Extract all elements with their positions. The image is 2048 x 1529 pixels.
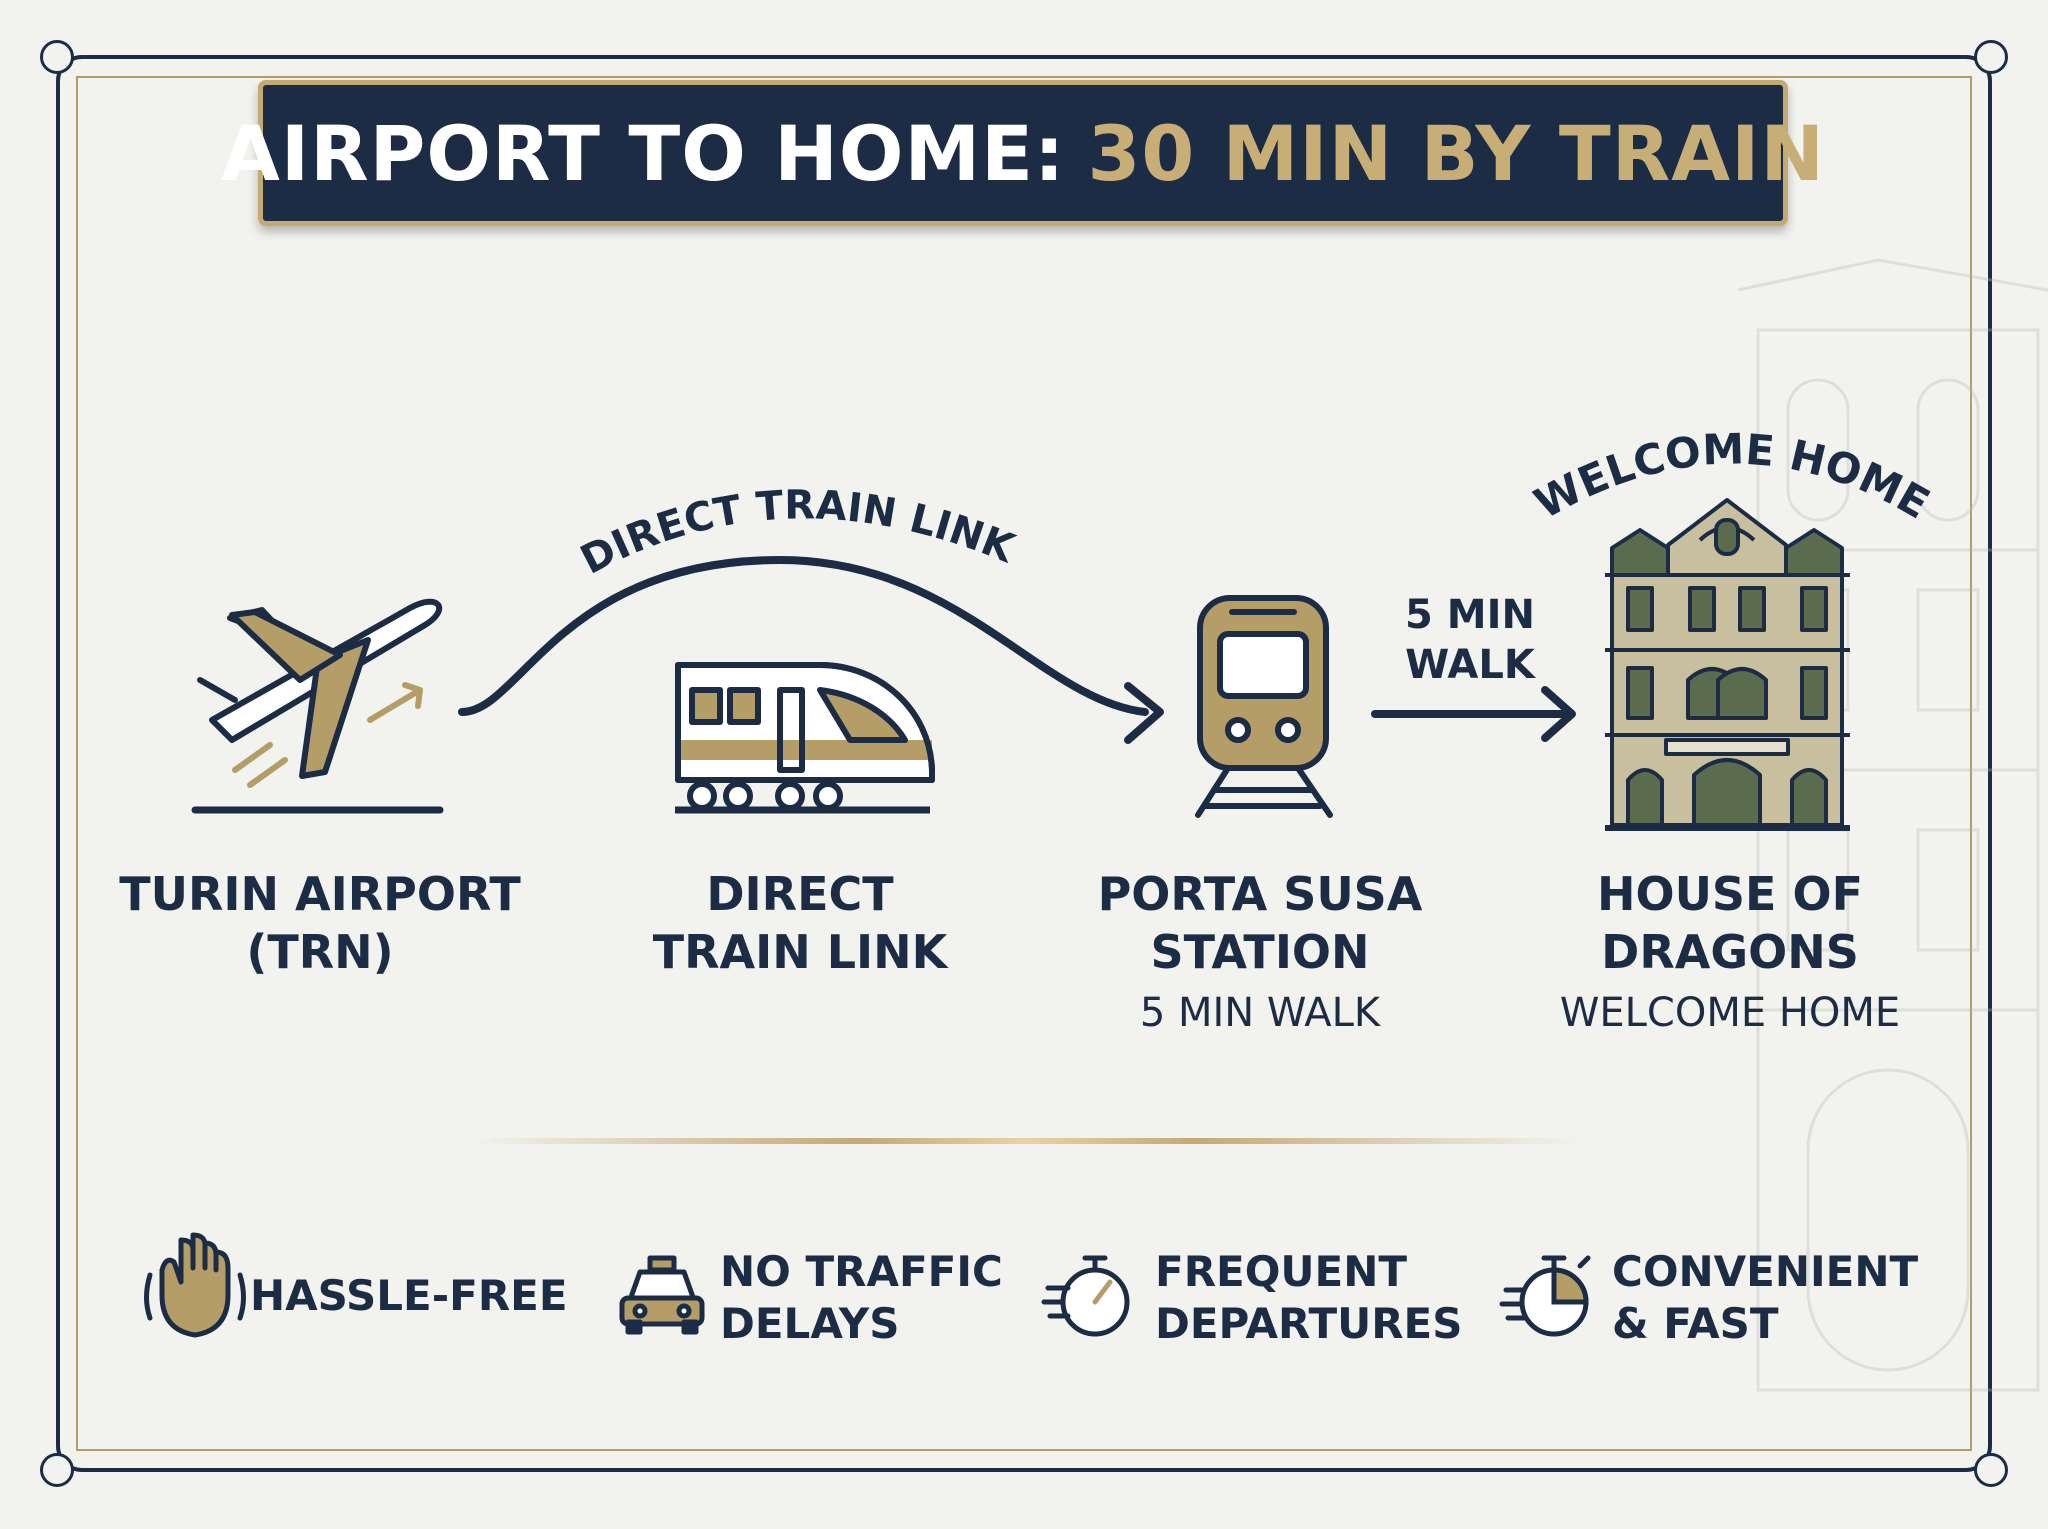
corner-ornament	[1974, 40, 2008, 74]
station-sublabel: 5 MIN WALK	[1139, 990, 1381, 1036]
corner-ornament	[40, 40, 74, 74]
feature-label: NO TRAFFIC DELAYS	[720, 1247, 1003, 1348]
house-sublabel: WELCOME HOME	[1559, 990, 1901, 1036]
feature-label: HASSLE-FREE	[250, 1271, 568, 1320]
arc-label: DIRECT TRAIN LINK	[574, 482, 1023, 583]
feature-convenient-fast: CONVENIENT & FAST	[1612, 1246, 1918, 1350]
feature-frequent-departures: FREQUENT DEPARTURES	[1155, 1246, 1462, 1350]
walk-arrowhead	[1541, 686, 1576, 742]
station-train-icon	[1195, 595, 1333, 818]
feature-hassle-free: HASSLE-FREE	[250, 1270, 568, 1322]
taxi-icon	[619, 1255, 705, 1335]
title-primary: AIRPORT TO HOME:	[221, 108, 1066, 198]
outer-frame	[56, 55, 1992, 1472]
stop-label-house: HOUSE OF DRAGONS	[1596, 867, 1864, 979]
stop-label-train-link: DIRECT TRAIN LINK	[652, 867, 948, 979]
timer-icon	[1499, 1255, 1591, 1337]
feature-label: CONVENIENT & FAST	[1612, 1247, 1919, 1348]
stopwatch-icon	[1041, 1255, 1130, 1337]
stop-label-station: PORTA SUSA STATION	[1097, 867, 1423, 979]
hand-icon	[144, 1232, 246, 1338]
feature-no-traffic: NO TRAFFIC DELAYS	[720, 1246, 1003, 1350]
title-highlight: 30 MIN BY TRAIN	[1087, 108, 1825, 198]
corner-ornament	[1974, 1453, 2008, 1487]
stop-label-airport: TURIN AIRPORT (TRN)	[119, 867, 521, 979]
title-banner: AIRPORT TO HOME: 30 MIN BY TRAIN	[221, 80, 1824, 226]
feature-label: FREQUENT DEPARTURES	[1155, 1247, 1463, 1348]
palace-icon	[1605, 498, 1850, 831]
route-arc-arrowhead	[1124, 682, 1164, 744]
route-arc-arrow	[458, 555, 1149, 716]
walk-label: 5 MIN WALK	[1405, 592, 1535, 688]
section-divider	[470, 1138, 1580, 1144]
train-icon	[675, 662, 935, 814]
airplane-icon	[191, 598, 444, 814]
corner-ornament	[40, 1453, 74, 1487]
inner-frame	[76, 76, 1972, 1451]
